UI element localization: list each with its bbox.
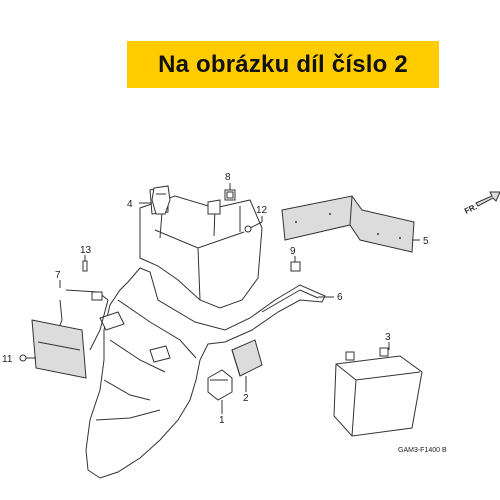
callout-6: 6	[337, 292, 343, 303]
callout-8: 8	[225, 172, 231, 183]
part-11-license-plate	[19, 319, 87, 379]
callout-5: 5	[423, 236, 429, 247]
part-number-banner: Na obrázku díl číslo 2	[127, 41, 439, 88]
part-9-clip	[290, 261, 301, 272]
callout-13: 13	[80, 245, 92, 256]
callout-1: 1	[219, 415, 225, 426]
diagram-code: GAM3-F1400 B	[398, 447, 447, 454]
callout-7: 7	[55, 270, 61, 281]
callout-11: 11	[2, 354, 13, 365]
part-13-pin	[82, 260, 88, 272]
part-12-bolt	[244, 221, 263, 233]
part-1-rubber-mount	[207, 369, 233, 401]
callout-3: 3	[385, 332, 391, 343]
callout-2: 2	[243, 393, 249, 404]
part-8-nut	[224, 189, 236, 201]
part-2-relay-box	[231, 339, 263, 377]
callout-4: 4	[127, 199, 133, 210]
direction-label: FR.	[463, 202, 478, 216]
banner-text: Na obrázku díl číslo 2	[158, 50, 408, 78]
callout-9: 9	[290, 246, 296, 257]
part-4-clip	[151, 185, 171, 215]
front-direction-arrow-icon	[475, 191, 500, 207]
part-5-mud-flap	[281, 195, 415, 253]
rear-fender	[85, 267, 326, 479]
callout-12: 12	[256, 205, 268, 216]
part-3-battery	[333, 347, 423, 437]
